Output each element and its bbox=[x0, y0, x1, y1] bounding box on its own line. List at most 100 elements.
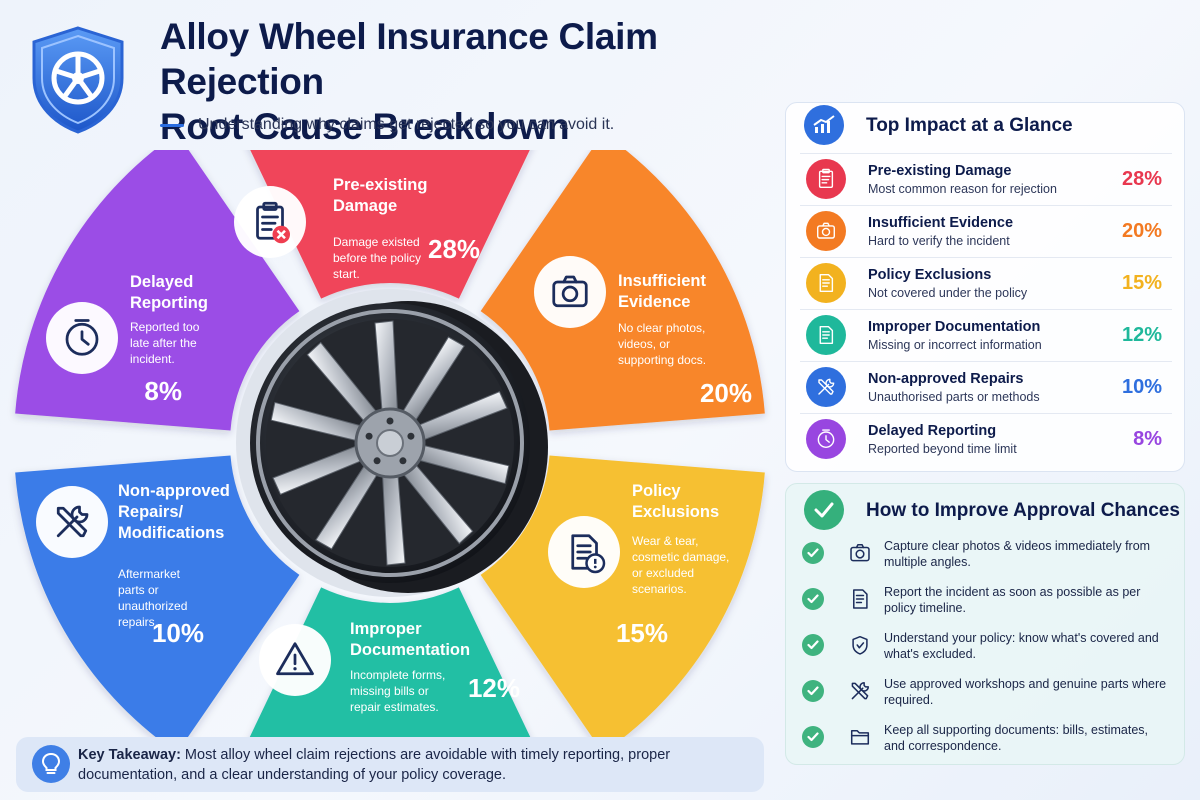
improve-tip-text: Keep all supporting documents: bills, es… bbox=[884, 723, 1149, 753]
segment-description-line: missing bills or bbox=[350, 684, 429, 698]
segment-name-line: Modifications bbox=[118, 524, 224, 542]
segment-name-line: Policy bbox=[632, 482, 681, 500]
camera-icon bbox=[846, 540, 874, 566]
page-title: Alloy Wheel Insurance Claim Rejection Ro… bbox=[160, 14, 780, 149]
clock-icon bbox=[46, 302, 118, 374]
improve-tip-text: Capture clear photos & videos immediatel… bbox=[884, 539, 1151, 569]
trend-chart-icon bbox=[804, 105, 844, 145]
check-icon bbox=[802, 634, 824, 656]
segment-description-line: or excluded bbox=[632, 566, 694, 580]
segment-percent-label: 15% bbox=[616, 618, 668, 648]
segment-description-line: videos, or bbox=[618, 337, 670, 351]
segment-name-line: Insufficient bbox=[618, 272, 707, 290]
donut-segment bbox=[250, 150, 530, 299]
improve-tip-text: Understand your policy: know what's cove… bbox=[884, 631, 1159, 661]
segment-name-line: Damage bbox=[333, 197, 397, 215]
segment-description-line: start. bbox=[333, 267, 360, 281]
segment-percent-label: 28% bbox=[428, 234, 480, 264]
camera-icon bbox=[534, 256, 606, 328]
clipboard-x-icon bbox=[234, 186, 306, 258]
segment-name-line: Repairs/ bbox=[118, 503, 184, 521]
impact-name: Delayed Reporting bbox=[868, 423, 997, 439]
improve-approval-panel: How to Improve Approval Chances Capture … bbox=[785, 483, 1185, 765]
segment-name-line: Exclusions bbox=[632, 503, 719, 521]
key-takeaway-body: Most alloy wheel claim rejections are av… bbox=[78, 746, 671, 783]
segment-description-line: supporting docs. bbox=[618, 353, 706, 367]
segment-name-line: Pre-existing bbox=[333, 176, 427, 194]
top-impact-header: Top Impact at a Glance bbox=[786, 103, 1184, 151]
impact-percent: 15% bbox=[1121, 272, 1162, 294]
impact-percent: 10% bbox=[1121, 376, 1162, 398]
segment-description-line: No clear photos, bbox=[618, 321, 705, 335]
shield-wheel-logo-icon bbox=[32, 26, 124, 134]
segment-description-line: scenarios. bbox=[632, 582, 687, 596]
segment-description-line: Aftermarket bbox=[118, 567, 181, 581]
segment-percent-label: 20% bbox=[700, 378, 752, 408]
title-line-1: Alloy Wheel Insurance Claim Rejection bbox=[160, 16, 658, 102]
shield-check-icon bbox=[846, 632, 874, 658]
segment-name-line: Improper bbox=[350, 620, 422, 638]
impact-name: Pre-existing Damage bbox=[868, 163, 1012, 179]
tools-icon bbox=[36, 486, 108, 558]
subtitle-text: Understanding why claims get rejected so… bbox=[198, 116, 615, 133]
segment-name-line: Non-approved bbox=[118, 482, 230, 500]
top-impact-panel: Top Impact at a Glance Pre-existing Dama… bbox=[785, 102, 1185, 472]
impact-description: Missing or incorrect information bbox=[868, 338, 1042, 352]
key-takeaway-box: Key Takeaway: Most alloy wheel claim rej… bbox=[16, 737, 764, 792]
check-circle-icon bbox=[804, 490, 844, 530]
impact-description: Not covered under the policy bbox=[868, 286, 1028, 300]
segment-percent-label: 12% bbox=[468, 673, 520, 703]
segment-description-line: repair estimates. bbox=[350, 700, 439, 714]
check-icon bbox=[802, 726, 824, 748]
page-subtitle: Understanding why claims get rejected so… bbox=[160, 116, 614, 134]
impact-description: Unauthorised parts or methods bbox=[868, 390, 1040, 404]
segment-description-line: cosmetic damage, bbox=[632, 550, 729, 564]
top-impact-title: Top Impact at a Glance bbox=[866, 115, 1073, 136]
segment-description-line: Wear & tear, bbox=[632, 534, 698, 548]
improve-tip: Use approved workshops and genuine parts… bbox=[800, 674, 1172, 720]
segment-description-line: Incomplete forms, bbox=[350, 668, 445, 682]
tools-icon bbox=[806, 367, 846, 407]
impact-percent: 8% bbox=[1133, 428, 1162, 450]
key-takeaway-label: Key Takeaway: bbox=[78, 746, 181, 763]
impact-name: Insufficient Evidence bbox=[868, 215, 1014, 231]
improve-tip-text: Report the incident as soon as possible … bbox=[884, 585, 1141, 615]
impact-name: Policy Exclusions bbox=[868, 267, 992, 283]
segment-name-line: Evidence bbox=[618, 293, 690, 311]
clipboard-icon bbox=[806, 159, 846, 199]
subtitle-dash bbox=[160, 123, 184, 127]
impact-description: Reported beyond time limit bbox=[868, 442, 1017, 456]
segment-description-line: late after the bbox=[130, 336, 197, 350]
tools-icon bbox=[846, 678, 874, 704]
segment-description-line: before the policy bbox=[333, 251, 421, 265]
key-takeaway-text: Key Takeaway: Most alloy wheel claim rej… bbox=[78, 745, 764, 785]
segment-description-line: Reported too bbox=[130, 320, 200, 334]
improve-approval-header: How to Improve Approval Chances bbox=[786, 484, 1184, 532]
segment-percent-label: 10% bbox=[152, 618, 204, 648]
improve-tip: Keep all supporting documents: bills, es… bbox=[800, 720, 1172, 766]
check-icon bbox=[802, 588, 824, 610]
warning-icon bbox=[259, 624, 331, 696]
check-icon bbox=[802, 542, 824, 564]
donut-segment bbox=[248, 587, 532, 740]
clock-icon bbox=[806, 419, 846, 459]
document-icon bbox=[846, 586, 874, 612]
segment-name-line: Reporting bbox=[130, 294, 208, 312]
improve-tip: Understand your policy: know what's cove… bbox=[800, 628, 1172, 674]
impact-name: Improper Documentation bbox=[868, 319, 1041, 335]
document-lines-icon bbox=[806, 315, 846, 355]
impact-description: Most common reason for rejection bbox=[868, 182, 1057, 196]
alloy-wheel-image bbox=[236, 289, 548, 597]
improve-tip: Report the incident as soon as possible … bbox=[800, 582, 1172, 628]
donut-segment bbox=[480, 150, 765, 431]
segment-description-line: unauthorized bbox=[118, 599, 187, 613]
check-icon bbox=[802, 680, 824, 702]
title-line-2: Root Cause Breakdown bbox=[160, 106, 570, 147]
camera-icon bbox=[806, 211, 846, 251]
